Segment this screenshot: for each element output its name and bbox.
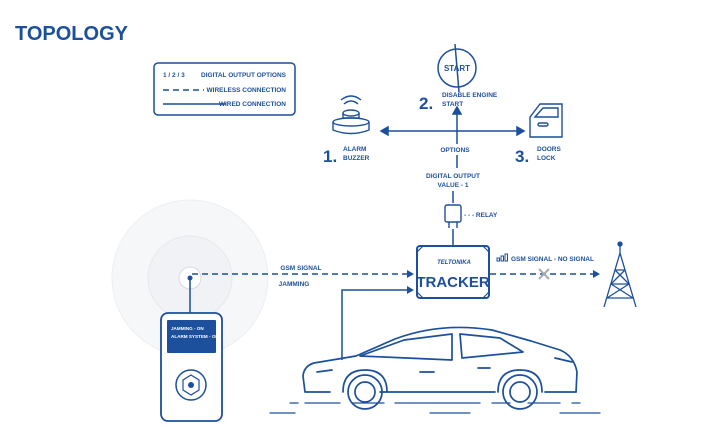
- legend-numbers: 1 / 2 / 3: [163, 72, 185, 79]
- legend-wireless: WIRELESS CONNECTION: [207, 87, 287, 94]
- gsm-jamming-line2: JAMMING: [279, 281, 310, 288]
- page-title: TOPOLOGY: [15, 23, 129, 45]
- cell-tower-icon: [603, 241, 637, 308]
- gsm-status-label: GSM SIGNAL - NO SIGNAL: [511, 256, 594, 263]
- signal-bars-icon: [496, 253, 508, 262]
- relay-label: - - - RELAY: [464, 212, 498, 219]
- jammer-status-line1: JAMMING - ON: [171, 326, 204, 331]
- tower-link-arrowhead: [593, 270, 600, 278]
- option1-line1: ALARM: [343, 146, 366, 153]
- option3-line2: LOCK: [537, 155, 556, 162]
- tracker-device: TELTONIKA TRACKER: [416, 245, 490, 299]
- legend-wired: WIRED CONNECTION: [219, 101, 286, 108]
- option2-number: 2.: [419, 94, 433, 113]
- option1-number: 1.: [323, 147, 337, 166]
- relay-icon: [444, 204, 462, 228]
- engine-start-icon: START: [437, 43, 477, 93]
- engine-start-text: START: [444, 64, 470, 73]
- option2-line1: DISABLE ENGINE: [442, 92, 498, 99]
- car-icon: [269, 326, 601, 414]
- no-signal-x-icon: [538, 268, 550, 280]
- options-connectors: [379, 105, 526, 144]
- option2-line2: START: [442, 101, 463, 108]
- option3-number: 3.: [515, 147, 529, 166]
- gsm-jamming-line1: GSM SIGNAL: [280, 265, 321, 272]
- legend: 1 / 2 / 3 DIGITAL OUTPUT OPTIONS WIRELES…: [153, 62, 296, 116]
- car-to-tracker-wire: [341, 286, 414, 360]
- jammer-status-line2: ALARM SYSTEM - OFF: [171, 334, 221, 339]
- legend-numbers-desc: DIGITAL OUTPUT OPTIONS: [201, 72, 287, 79]
- jammer-link-arrowhead: [407, 270, 414, 278]
- digital-output-line1: DIGITAL OUTPUT: [426, 173, 480, 180]
- options-label: OPTIONS: [440, 147, 470, 154]
- option1-line2: BUZZER: [343, 155, 370, 162]
- car-door-icon: [529, 103, 563, 138]
- option3-line1: DOORS: [537, 146, 562, 153]
- alarm-buzzer-icon: [332, 95, 370, 135]
- tracker-label: TRACKER: [416, 274, 489, 291]
- tracker-brand: TELTONIKA: [437, 260, 471, 266]
- digital-output-line2: VALUE - 1: [438, 182, 469, 189]
- jammer-device-icon: JAMMING - ON ALARM SYSTEM - OFF: [160, 275, 223, 422]
